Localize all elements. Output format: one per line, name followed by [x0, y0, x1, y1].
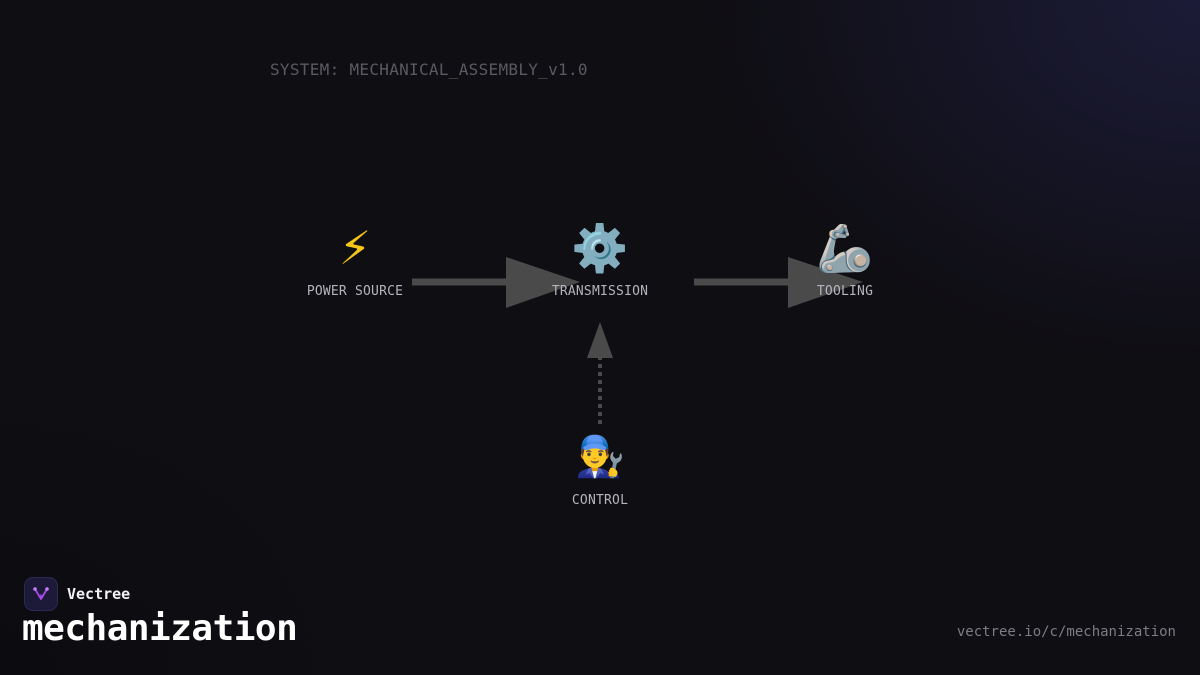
- node-label-transmission: TRANSMISSION: [551, 284, 649, 299]
- robotic-arm-icon: 🦾: [816, 221, 874, 275]
- node-label-control: CONTROL: [571, 493, 629, 508]
- mechanic-icon: 👨‍🔧: [575, 434, 625, 480]
- edge-control-to-transmission: [587, 322, 613, 424]
- edge-power-to-transmission: [412, 257, 580, 308]
- page-title: mechanization: [22, 608, 298, 649]
- node-tooling[interactable]: 🦾 TOOLING: [755, 220, 935, 299]
- node-control[interactable]: 👨‍🔧 CONTROL: [510, 431, 690, 508]
- brand[interactable]: Vectree: [24, 577, 130, 611]
- brand-name: Vectree: [67, 585, 131, 603]
- system-label: SYSTEM: MECHANICAL_ASSEMBLY_v1.0: [270, 60, 588, 79]
- node-transmission[interactable]: ⚙️ TRANSMISSION: [510, 220, 690, 299]
- lightning-bolt-icon: ⚡: [338, 221, 372, 275]
- page-url[interactable]: vectree.io/c/mechanization: [956, 624, 1176, 640]
- edge-transmission-to-tooling: [694, 257, 863, 308]
- node-label-power-source: POWER SOURCE: [306, 284, 404, 299]
- node-label-tooling: TOOLING: [816, 284, 874, 299]
- gear-icon: ⚙️: [571, 221, 629, 275]
- node-power-source[interactable]: ⚡ POWER SOURCE: [265, 220, 445, 299]
- vectree-logo-icon: [24, 577, 58, 611]
